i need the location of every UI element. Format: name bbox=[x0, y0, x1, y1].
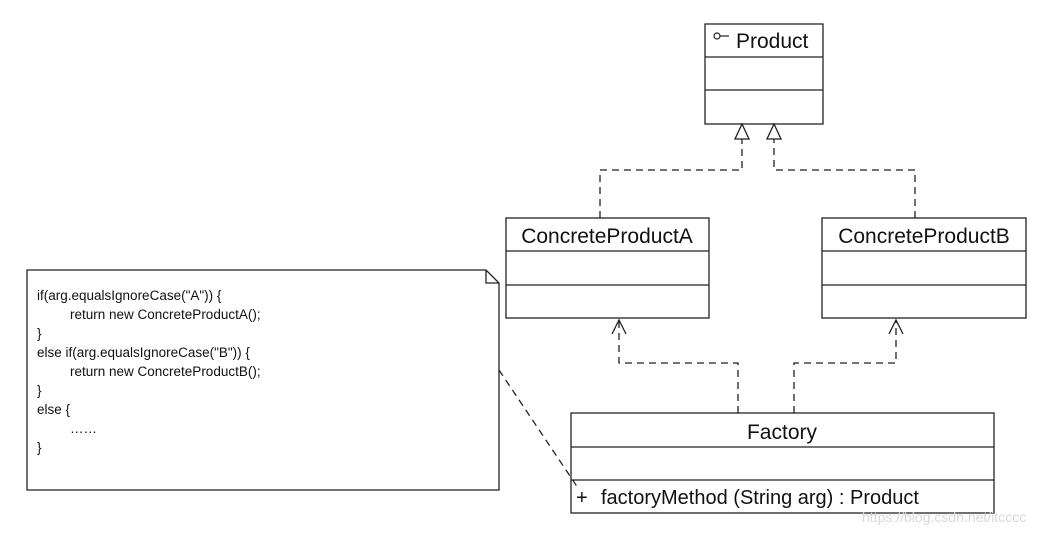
class-name-product: Product bbox=[736, 30, 809, 53]
note-line: } bbox=[37, 383, 42, 398]
dependency-factory-to-b bbox=[793, 318, 904, 413]
code-note[interactable]: if(arg.equalsIgnoreCase("A")) { return n… bbox=[26, 269, 500, 491]
note-anchor-line bbox=[498, 369, 579, 489]
note-line: } bbox=[37, 326, 42, 341]
watermark: https://blog.csdn.net/itcccc bbox=[862, 509, 1026, 525]
note-line: else if(arg.equalsIgnoreCase("B")) { bbox=[37, 345, 250, 360]
note-line: return new ConcreteProductB(); bbox=[70, 364, 261, 379]
note-line: …… bbox=[70, 421, 97, 436]
realization-arrowhead-b bbox=[765, 122, 783, 140]
class-name-concrete-product-b: ConcreteProductB bbox=[838, 225, 1010, 248]
class-concrete-product-b[interactable]: ConcreteProductB bbox=[821, 217, 1027, 319]
realization-arrowhead-a bbox=[733, 122, 751, 140]
operation-visibility: + bbox=[576, 487, 588, 509]
class-factory[interactable]: Factory + factoryMethod (String arg) : P… bbox=[570, 412, 995, 514]
factory-method-operation: factoryMethod (String arg) : Product bbox=[601, 487, 919, 509]
dependency-factory-to-a bbox=[611, 318, 739, 413]
interface-lollipop-icon bbox=[713, 32, 729, 40]
note-line: } bbox=[37, 440, 42, 455]
realization-b-to-product bbox=[765, 122, 916, 218]
dependency-arrowhead-b bbox=[888, 318, 904, 335]
dependency-arrowhead-a bbox=[611, 318, 627, 335]
class-product[interactable]: Product bbox=[704, 23, 824, 125]
note-line: return new ConcreteProductA(); bbox=[70, 307, 261, 322]
class-concrete-product-a[interactable]: ConcreteProductA bbox=[505, 217, 710, 319]
note-line: if(arg.equalsIgnoreCase("A")) { bbox=[37, 288, 222, 303]
class-name-factory: Factory bbox=[747, 421, 818, 444]
note-line: else { bbox=[37, 402, 71, 417]
class-name-concrete-product-a: ConcreteProductA bbox=[521, 225, 693, 248]
realization-a-to-product bbox=[599, 122, 751, 218]
